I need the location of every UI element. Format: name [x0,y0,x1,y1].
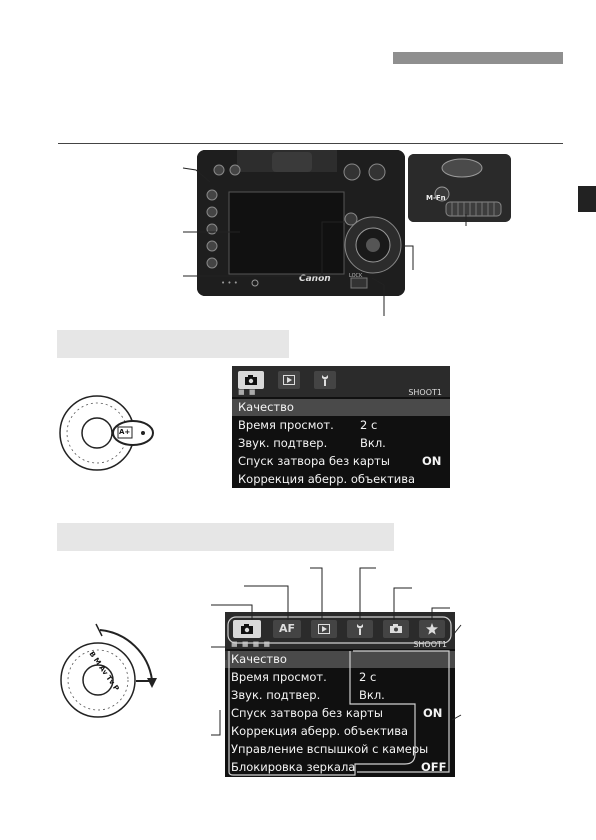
menu1-tab-bar: ■ ■ SHOOT1 [232,366,450,397]
wrench-icon [322,375,328,386]
menu2-tab-custom[interactable] [383,620,409,638]
menu2-tab-mymenu[interactable] [419,620,445,638]
menu1-row-review[interactable]: Время просмот. 2 с [238,418,378,432]
menu1-row-quality[interactable]: Качество [232,399,450,416]
header-rule [58,143,563,144]
playback-icon [318,624,330,634]
camera-brand: Canon [299,274,331,284]
camera-icon [241,624,253,634]
menu2-row-mirror-lock[interactable]: Блокировка зеркала OFF [231,760,447,774]
menu2-row-release-no-card[interactable]: Спуск затвора без карты ON [231,706,443,720]
camera-top-drawing [408,154,511,222]
menu1-tab-shoot[interactable] [238,371,264,389]
menu1-row-aberration[interactable]: Коррекция аберр. объектива [238,472,416,486]
menu1-tab-setup[interactable] [314,371,336,389]
menu-callouts [211,567,462,736]
camera-icon [245,375,257,385]
dial1-mode-label: A+ [119,428,131,436]
menu2-page-dots: ■ ■ ■ ■ [231,640,272,648]
playback-icon [283,375,295,385]
chapter-tab [578,186,596,212]
menu1-shoot-label: SHOOT1 [408,388,442,397]
camera-callouts [182,167,467,316]
lock-label: LOCK [349,273,363,279]
menu2-row-beep[interactable]: Звук. подтвер. Вкл. [231,688,385,702]
wrench-icon [357,624,363,635]
menu-screen-1: ■ ■ SHOOT1 Качество Время просмот. 2 с З… [232,366,450,488]
menu2-row-flash-control[interactable]: Управление вспышкой с камеры [231,742,429,756]
menu2-tab-play[interactable] [311,620,337,638]
star-icon [426,623,438,635]
menu2-tab-af[interactable]: AF [273,620,301,638]
mfn-label: M-Fn [426,194,446,202]
section-bar-1 [57,330,289,358]
menu1-row-release-no-card[interactable]: Спуск затвора без карты ON [238,454,442,468]
menu2-shoot-label: SHOOT1 [413,640,447,649]
mode-dial-2 [60,623,157,718]
camera-back-drawing: • • • [197,150,405,296]
menu2-row-quality[interactable]: Качество [225,651,455,668]
camera-top-photo: M-Fn [408,154,511,222]
menu2-tab-shoot[interactable] [233,620,261,638]
menu1-row-beep[interactable]: Звук. подтвер. Вкл. [238,436,386,450]
menu2-row-review[interactable]: Время просмот. 2 с [231,670,377,684]
menu2-tab-setup[interactable] [347,620,373,638]
menu-screen-2: AF ■ ■ ■ ■ SHOOT1 Качество Время просмот… [225,612,455,777]
svg-text:• • •: • • • [221,279,238,287]
menu2-row-aberration[interactable]: Коррекция аберр. объектива [231,724,409,738]
menu1-tab-play[interactable] [278,371,300,389]
custom-camera-icon [390,624,402,633]
menu1-page-dots: ■ ■ [238,388,257,396]
header-bar [393,52,563,64]
menu2-outline-frames [227,616,452,776]
camera-back-photo: • • • Canon LOCK [197,150,405,296]
mode-dial-1 [59,395,154,471]
section-bar-2 [57,523,394,551]
